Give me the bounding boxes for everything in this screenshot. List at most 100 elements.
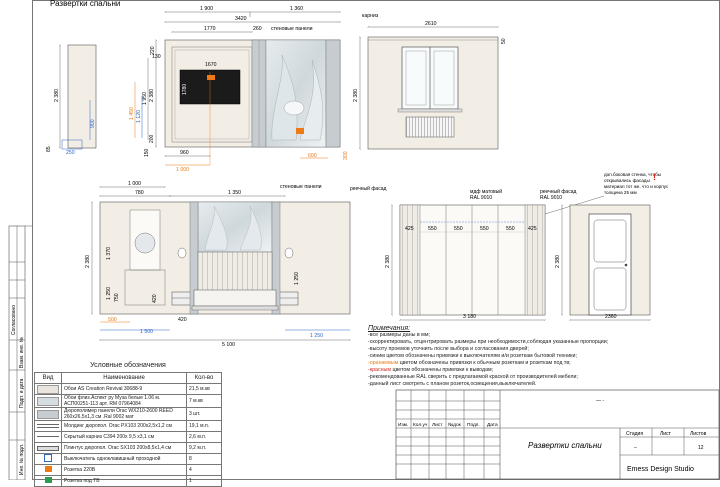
note-orange-word: -оранжевым [368,360,399,366]
note-side-3: материал тот же, что и корпус [604,184,669,189]
note-line: -скорректировать, отцентрировать размеры… [368,339,609,345]
stamp-dash-mark: — - [596,398,604,404]
dim-b-200: 200 [149,134,155,143]
stamp-kol: Кол.уч [413,422,428,428]
note-line: -красным цветом обозначены привязки к вы… [368,367,708,374]
label-facade2: реечный фасад [540,188,576,195]
dim-d-1350: 1 350 [228,190,241,196]
switch-icon [44,454,52,462]
dim-d-1370: 1 370 [106,247,112,260]
dim-b-960: 960 [180,150,189,156]
stamp-sheet-total: 12 [698,445,704,451]
table-row: Обои флиз.Аспект ру Муза белые 1.06 м. А… [34,394,222,408]
dim-d-1000: 1 000 [128,181,141,187]
dim-e-550d: 550 [506,226,515,232]
note-line: -рекомендованные RAL сверить с предлагае… [368,374,578,380]
dim-b-1000: 1 000 [176,167,189,173]
dim-d-420b: 420 [178,317,187,323]
label-ral2: RAL 9010 [540,195,562,201]
dim-b-panels: стеновые панели [271,26,313,32]
swatch-panel [37,409,59,419]
note-warning-icon: ! [653,172,656,182]
elevation-a: 2 380 900 250 85 [46,45,97,156]
note-side-4: толщина 25 мм [604,190,637,195]
dim-d-1250c: 1 250 [310,333,323,339]
socket-icon [44,466,52,472]
dim-b-3420: 3420 [235,16,247,22]
note-side-1: доп.боковая стенка, чтобы [604,172,661,177]
dim-c-50: 50 [501,38,507,44]
stamp-izm: Изм. [398,422,408,428]
elevation-f: доп.боковая стенка, чтобы открывались фа… [544,172,669,320]
dim-b-1360: 1 360 [290,6,303,12]
dim-d-780: 780 [135,190,144,196]
dim-a-height: 2 380 [54,89,60,102]
dim-d-1250b: 1 250 [294,272,300,285]
dim-e-550b: 550 [454,226,463,232]
dim-a-250: 250 [66,150,75,156]
stamp-stage-value: – [634,445,637,451]
dim-b-1670: 1670 [205,62,217,68]
dim-b-1450: 1 450 [129,107,135,120]
note-line: -синим цветом обозначены привязки к выкл… [368,353,577,359]
note-red-rest: цветом обозначены привязки к выводам; [391,367,494,373]
dim-b-1900: 1 900 [200,6,213,12]
label-cornice: карниз [362,13,379,19]
notes-block: Примечания: -все размеры даны в мм; -ско… [368,325,708,388]
dim-e-425b: 425 [528,226,537,232]
stamp-data: Дата [487,422,498,428]
side-label-replaced: Взам. инв. № [19,337,25,368]
note-line: -оранжевым цветом обозначены привязки к … [368,360,708,367]
dim-d-5100: 5 100 [222,342,235,348]
dim-b-1770: 1770 [204,26,216,32]
note-line: -высоту проемов уточнить после выбора и … [368,346,529,352]
dim-b-220: 220 [150,46,156,55]
dim-c-2610: 2610 [425,21,437,27]
swatch-wallpaper-1 [37,384,59,394]
legend-caption: Условные обозначения [90,362,166,369]
stamp-list: Лист [432,422,443,428]
side-label-sign: Подп. и дата [19,378,25,408]
stamp-list2: Лист [660,431,672,437]
dim-a-85: 85 [46,146,52,152]
dim-b-600: 600 [308,153,317,159]
elevation-c: карниз 2610 50 2 380 [353,13,507,149]
label-mdf: мдф матовый [470,188,502,195]
elevation-b: 1 900 1 360 3420 1770 260 стеновые панел… [129,6,349,173]
dim-b-150: 150 [144,148,150,157]
table-row: Плинтус дюропол. Orac SX103 200х8,5х1,4 … [34,442,222,454]
swatch-cornice [37,435,59,439]
dim-d-500: 500 [108,317,117,323]
note-line: -данный лист смотреть с планом розеток,о… [368,381,537,387]
dim-a-900: 900 [90,119,96,128]
dim-e-3180: 3 180 [463,314,476,320]
swatch-molding [37,424,59,428]
dim-d-1250a: 1 250 [106,287,112,300]
side-label-inv: Инв. № подл. [19,444,25,475]
stamp-listov: Листов [690,431,707,437]
dim-e-425a: 425 [405,226,414,232]
dim-f-2380: 2 380 [555,255,561,268]
table-row: Дюрополимер панели Orac WX210-2600 REED … [34,407,222,421]
elevation-d: 1 000 780 1 350 стеновые панели 2 380 1 … [85,181,350,348]
label-facade1: реечный фасад [350,185,386,192]
drawing-title: Развертки спальни [50,0,120,8]
label-ral1: RAL 9010 [470,195,492,201]
note-orange-rest: цветом обозначены привязки к обычным роз… [398,360,571,366]
stamp-stadiya: Стадия [626,431,643,437]
note-line: -все размеры даны в мм; [368,332,430,338]
dim-b-1780: 1780 [182,84,188,95]
dim-e-550a: 550 [428,226,437,232]
dim-d-420a: 420 [152,294,158,303]
dim-b-300: 300 [343,151,349,160]
note-red-word: -красным [368,367,391,373]
studio-name: Emess Design Studio [627,466,694,473]
swatch-plinth [37,445,59,451]
stamp-podp: Подп. [467,422,480,428]
swatch-wallpaper-2 [37,396,59,406]
dim-b-2380: 2 380 [149,89,155,102]
label-panels-mid: стеновые панели [280,184,322,190]
